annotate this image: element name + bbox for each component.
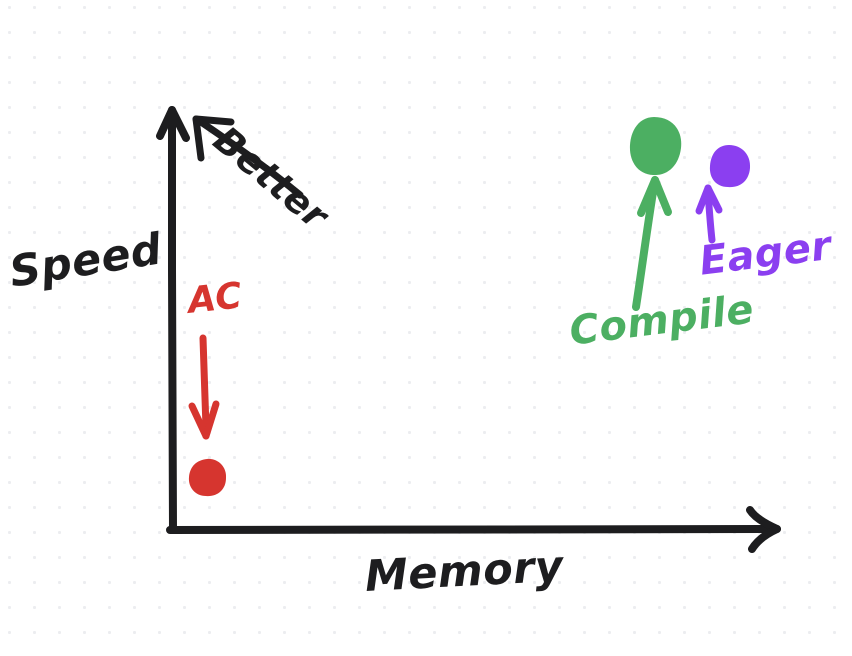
compile-annotation-arrow [632, 176, 672, 311]
x-axis [166, 506, 781, 553]
eager-annotation-arrow [695, 184, 723, 244]
x-axis-label: Memory [363, 541, 565, 602]
ac-annotation-arrow [188, 334, 220, 440]
better-direction-arrow [192, 115, 304, 199]
ac-point-label: AC [186, 275, 245, 322]
ac-data-point [188, 458, 227, 497]
compile-data-point [629, 117, 682, 176]
eager-data-point [709, 145, 751, 188]
y-axis [156, 106, 190, 534]
